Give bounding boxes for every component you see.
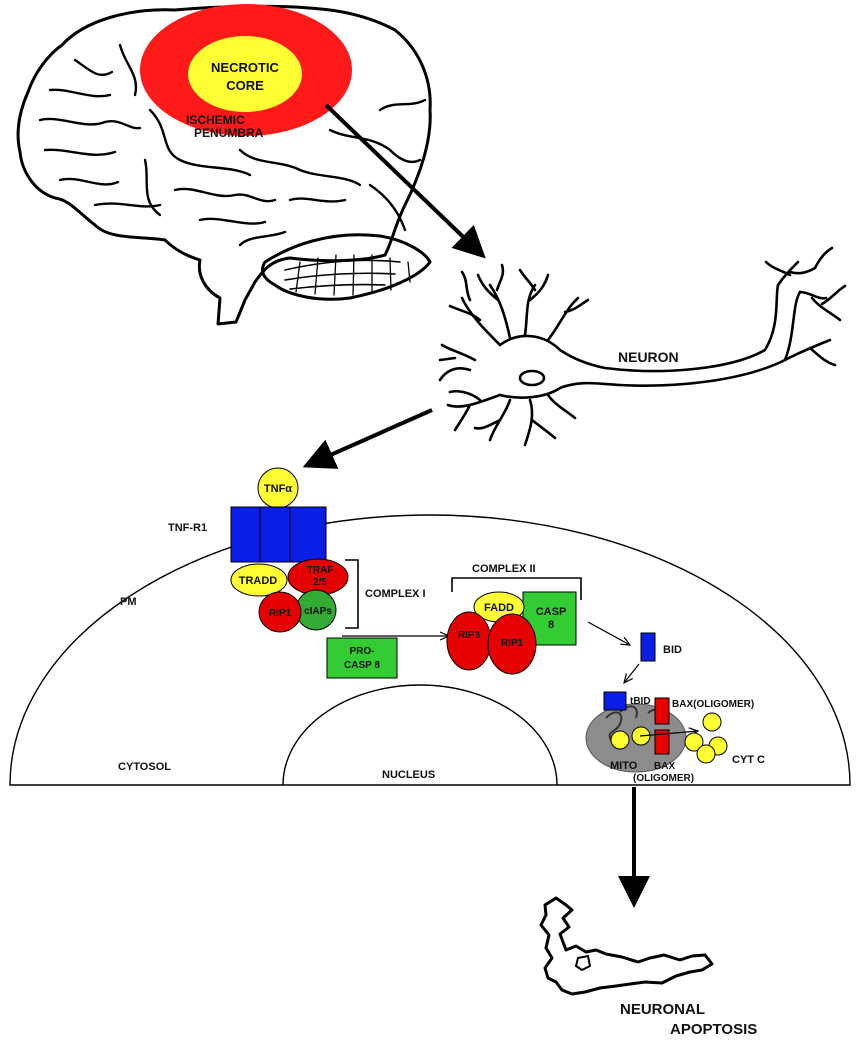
rip3-label: RIP3	[458, 630, 481, 641]
bax-top-label: BAX(OLIGOMER)	[672, 699, 754, 710]
tnf-r1-subunit-2	[259, 506, 291, 563]
rip1-label-1: RIP1	[269, 608, 292, 619]
mito-label: MITO	[610, 760, 638, 772]
arrow-bid-to-tbid	[624, 663, 640, 683]
rip3	[446, 611, 492, 671]
traf-label-2: 2/5	[313, 577, 327, 588]
traf-label-1: TRAF	[307, 565, 334, 576]
penumbra-label-2: PENUMBRA	[194, 126, 264, 140]
rip1-complex-2	[487, 613, 537, 675]
bax-bottom-label-2: (OLIGOMER)	[633, 773, 694, 784]
cyt-c-inside-1	[610, 730, 630, 750]
cyt-c-4	[696, 744, 716, 764]
arrow-neuron-to-receptor	[302, 408, 433, 469]
pro-casp-8	[326, 637, 398, 679]
tradd	[230, 563, 288, 597]
apoptotic-nucleus	[574, 954, 592, 972]
complex-2-label: COMPLEX II	[472, 563, 536, 575]
cyt-c-1	[702, 712, 722, 732]
bid	[640, 632, 656, 662]
casp8-label-1: CASP	[536, 606, 567, 618]
tnf-r1-subunit-3	[289, 506, 327, 563]
bid-label: BID	[663, 644, 682, 656]
rip1-label-2: RIP1	[501, 638, 524, 649]
arrow-cytc-release	[639, 731, 698, 737]
bax-bottom-label-1: BAX	[654, 761, 675, 772]
brain	[16, 4, 432, 326]
pm-label: PM	[120, 596, 137, 608]
complex-1-label: COMPLEX I	[365, 588, 426, 600]
nucleus-label: NUCLEUS	[382, 769, 435, 781]
ciaps-label: cIAPs	[304, 606, 332, 617]
plasma-membrane	[9, 514, 851, 786]
cyt-c-2	[684, 732, 704, 752]
necrotic-core	[188, 36, 302, 112]
apoptosis-label: APOPTOSIS	[670, 1021, 757, 1038]
neuronal-label: NEURONAL	[620, 1001, 705, 1018]
tradd-label: TRADD	[239, 575, 278, 587]
apoptotic-neuron	[539, 896, 714, 996]
cytosol-label: CYTOSOL	[118, 761, 171, 773]
penumbra-label-1: ISCHEMIC	[186, 113, 245, 127]
arrow-brain-to-neuron	[324, 103, 486, 259]
complex-1-bracket	[345, 559, 359, 629]
bax-oligomer-bottom	[654, 729, 670, 755]
fadd-label: FADD	[484, 602, 514, 614]
tnf-alpha-label: TNFα	[264, 483, 292, 495]
complex-2-bracket	[451, 577, 582, 600]
brain-cerebellum	[261, 233, 432, 301]
necrotic-core-label-1: NECROTIC	[211, 60, 280, 75]
casp8-label-2: 8	[548, 619, 554, 631]
cyt-c-label: CYT C	[732, 754, 765, 766]
necrotic-core-label-2: CORE	[226, 78, 264, 93]
tbid-label: tBID	[630, 696, 651, 707]
pro-casp8-label-2: CASP 8	[344, 660, 380, 671]
brain-outline	[16, 4, 432, 326]
bax-oligomer-top	[654, 697, 670, 725]
tbid	[603, 691, 627, 711]
rip1-complex-1	[258, 591, 302, 633]
nucleus-membrane	[282, 684, 558, 786]
neuron	[438, 246, 847, 447]
pro-casp8-label-1: PRO-	[350, 646, 375, 657]
arrow-casp8-to-bid	[587, 621, 630, 645]
tnf-r1-label: TNF-R1	[168, 522, 207, 534]
tnf-r1-subunit-1	[230, 506, 261, 563]
neuron-label: NEURON	[618, 349, 679, 365]
